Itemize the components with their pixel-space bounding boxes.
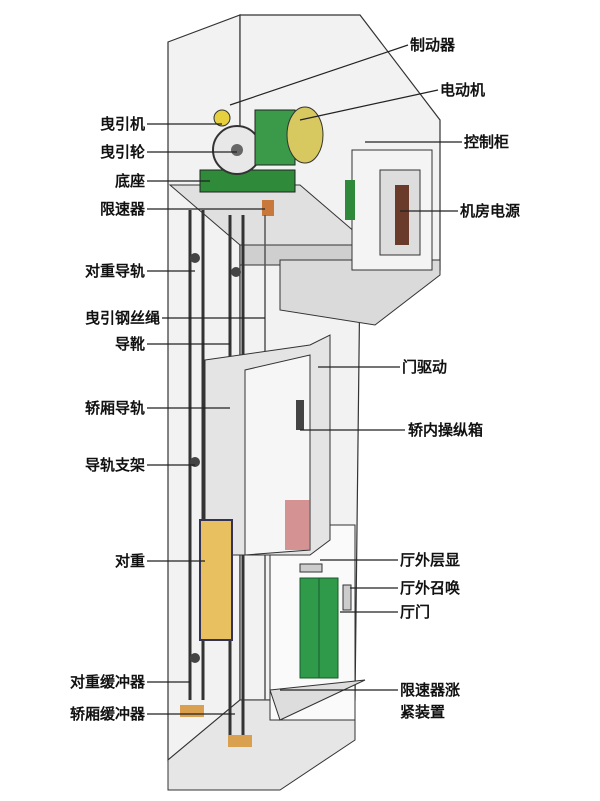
label-base: 底座 [115,172,145,190]
label-guide-shoe: 导靴 [115,335,145,353]
label-rail-bracket: 导轨支架 [85,456,145,474]
label-control-cabinet: 控制柜 [464,133,509,151]
control-cabinet [345,149,433,271]
elevator-car [204,334,331,556]
label-wire-rope: 曳引钢丝绳 [85,309,160,327]
car-buffer [228,735,252,747]
landing-door [299,563,352,679]
traction-machine [199,106,324,216]
label-governor-tensioner-1: 限速器涨 [400,681,460,699]
label-car-rail: 轿厢导轨 [85,399,145,417]
label-car-buffer: 轿厢缓冲器 [70,705,146,723]
label-hall-indicator: 厅外层显 [400,551,460,569]
label-counterweight: 对重 [115,552,145,570]
label-traction-sheave: 曳引轮 [100,143,145,161]
label-hall-call: 厅外召唤 [400,579,460,597]
label-motor: 电动机 [440,81,485,99]
label-governor-tensioner-2: 紧装置 [400,703,445,721]
label-speed-governor: 限速器 [100,200,146,218]
label-landing-door: 厅门 [400,603,430,621]
label-door-drive: 门驱动 [402,358,447,376]
label-counterweight-rail: 对重导轨 [85,262,145,280]
label-traction-machine: 曳引机 [100,115,145,133]
label-brake: 制动器 [410,36,456,54]
label-counterweight-buffer: 对重缓冲器 [70,673,146,691]
counterweight [199,519,233,641]
leader-lines [147,44,462,715]
label-car-operating-panel: 轿内操纵箱 [408,421,483,439]
counterweight-buffer [180,705,204,717]
label-machine-room-power: 机房电源 [460,202,520,220]
